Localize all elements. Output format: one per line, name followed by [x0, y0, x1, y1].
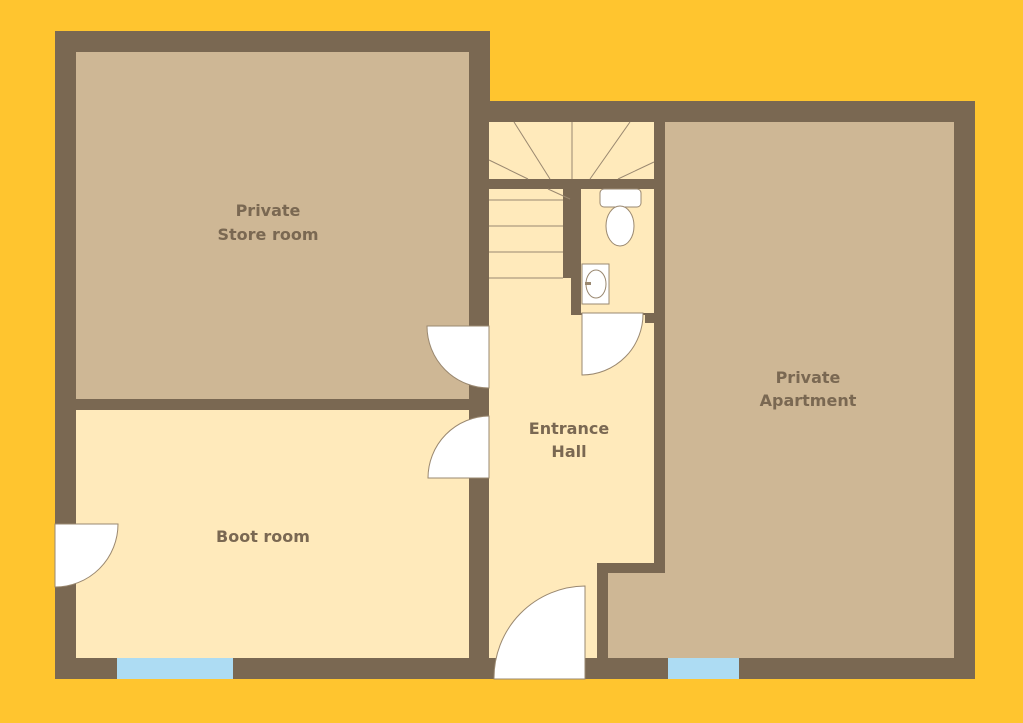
store-room-label-2: Store room [217, 225, 318, 244]
staircase [488, 121, 655, 279]
window-boot-room [117, 658, 233, 679]
door-wc[interactable] [581, 312, 644, 376]
boot-room [76, 410, 469, 658]
door-store-room[interactable] [426, 325, 490, 389]
toilet-icon [599, 188, 642, 247]
door-boot-room-exterior[interactable] [54, 523, 119, 588]
apartment-label-2: Apartment [760, 391, 857, 410]
apartment-label-1: Private [776, 368, 841, 387]
sink-icon [581, 263, 610, 305]
door-boot-room-hall[interactable] [427, 415, 490, 479]
window-apartment [668, 658, 739, 679]
boot-room-label: Boot room [216, 527, 310, 546]
apartment [665, 122, 954, 658]
store-room-label-1: Private [236, 201, 301, 220]
entrance-hall-label-2: Hall [551, 442, 586, 461]
door-entrance[interactable] [493, 585, 586, 680]
entrance-hall-label-1: Entrance [529, 419, 610, 438]
wc-wall-stub [645, 313, 654, 323]
stair-lower [489, 189, 563, 278]
apartment-notch [608, 573, 668, 658]
store-room [76, 52, 469, 399]
